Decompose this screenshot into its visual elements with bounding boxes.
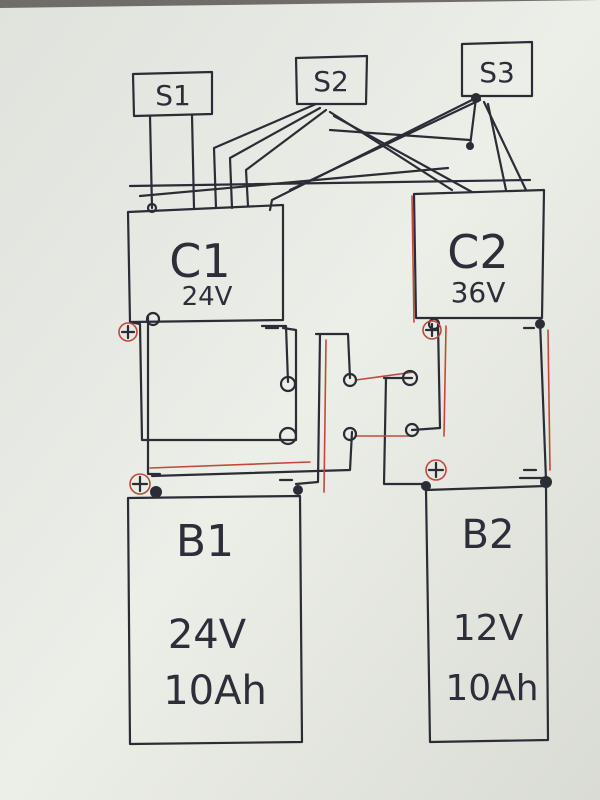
terminal-c1-top-left xyxy=(146,202,158,214)
terminal-s3-tap xyxy=(466,142,474,150)
power-wires xyxy=(146,314,551,493)
controller-c1: C1 24V xyxy=(126,203,298,442)
switch-s3-label: S3 xyxy=(479,56,515,89)
controller-c2: C2 36V xyxy=(411,188,546,323)
battery-b2-capacity: 10Ah xyxy=(445,668,538,709)
terminal-s3-common xyxy=(471,93,481,103)
terminal-c1-out-2 xyxy=(278,426,298,446)
terminal-junction-2 xyxy=(342,426,358,442)
plus-mark-b2 xyxy=(425,459,447,481)
terminal-b2-minus xyxy=(540,476,552,488)
terminal-junction-1 xyxy=(342,372,358,388)
terminal-c2-out-2 xyxy=(404,422,420,438)
plus-mark-b1 xyxy=(129,473,151,495)
controller-c2-voltage: 36V xyxy=(451,276,506,309)
switch-wires xyxy=(128,96,532,212)
switch-s2-label: S2 xyxy=(313,65,349,98)
battery-b2-label: B2 xyxy=(462,512,515,558)
terminal-c1-out-1 xyxy=(279,375,297,393)
battery-b2-voltage: 12V xyxy=(453,608,524,649)
terminal-c2-minus xyxy=(535,319,545,329)
polarity-marks xyxy=(118,320,538,495)
plus-mark-c2 xyxy=(422,320,442,340)
terminal-b1-plus xyxy=(150,486,162,498)
battery-b1-capacity: 10Ah xyxy=(163,668,267,714)
plus-mark-c1 xyxy=(118,322,138,342)
switch-s1: S1 xyxy=(131,70,214,118)
switch-s2: S2 xyxy=(294,54,369,106)
switch-s3: S3 xyxy=(460,40,534,98)
terminal-b1-minus xyxy=(293,485,303,495)
battery-b1-label: B1 xyxy=(176,516,234,567)
controller-c1-label: C1 xyxy=(169,234,230,288)
battery-b2: B2 12V 10Ah xyxy=(424,484,550,744)
battery-b1: B1 24V 10Ah xyxy=(126,494,304,746)
terminal-b2-plus xyxy=(421,481,431,491)
battery-b1-voltage: 24V xyxy=(168,612,247,658)
switch-s1-label: S1 xyxy=(155,79,191,112)
terminal-c1-plus xyxy=(145,311,161,327)
controller-c1-voltage: 24V xyxy=(182,282,233,312)
terminal-c2-out-1 xyxy=(401,369,419,387)
controller-c2-label: C2 xyxy=(447,225,508,279)
